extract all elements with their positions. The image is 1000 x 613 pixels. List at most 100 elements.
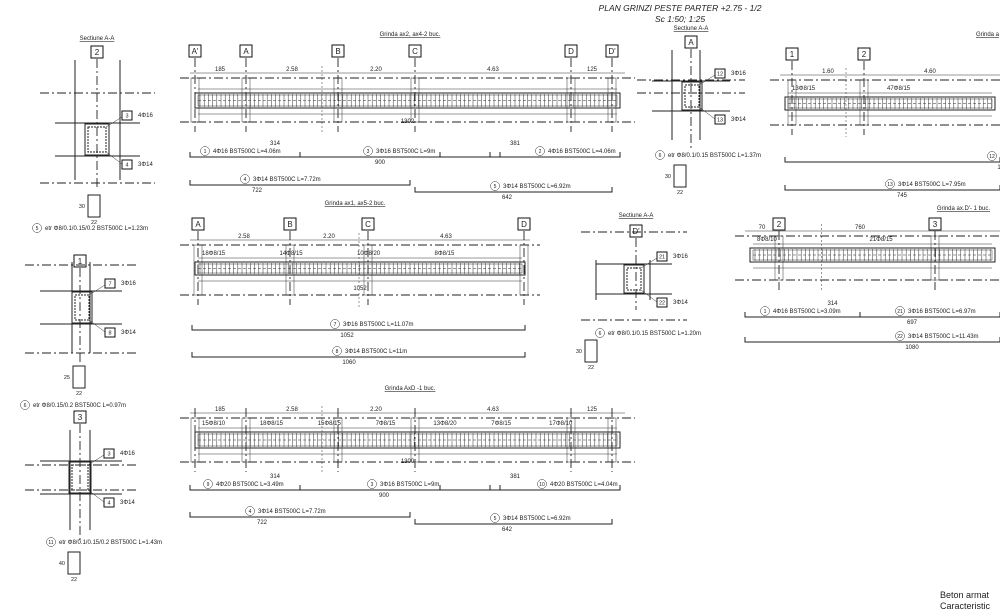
top-bar-mark: 21 <box>659 255 665 261</box>
bar-mark-number: 1 <box>764 309 767 315</box>
bar-length: 722 <box>257 520 268 526</box>
leader-line <box>640 257 658 269</box>
bar-mark-number: 11 <box>48 540 53 546</box>
bar-mark-number: 13 <box>887 182 893 188</box>
leader-line <box>88 284 106 296</box>
bar-mark-number: 2 <box>539 149 542 155</box>
axis-label: A <box>243 47 249 56</box>
bar-mark-circle <box>363 146 373 156</box>
stirrup-outline <box>684 84 700 108</box>
stirrup-outline <box>87 126 107 153</box>
dimension-value: 2.20 <box>323 234 335 240</box>
column <box>930 235 940 281</box>
bar-spec: 3Φ14 BST500C L=7.95m <box>898 182 966 188</box>
column <box>607 417 617 463</box>
axis-marker <box>517 217 531 231</box>
stirrup-height: 30 <box>79 204 85 210</box>
bar-mark-circle <box>490 513 500 523</box>
bar-shape <box>414 187 613 193</box>
beam-title: Grinda AxD -1 buc. <box>385 386 436 392</box>
beam-section <box>681 81 703 111</box>
column <box>607 77 617 123</box>
bar-length: 1052 <box>340 333 354 339</box>
axis-marker <box>928 217 942 231</box>
axis-marker <box>283 217 297 231</box>
bar-mark-circle <box>895 331 905 341</box>
bar-length: 314 <box>827 301 838 307</box>
bar-schedule-row: 121075 <box>784 151 1000 171</box>
bar-mark-circle <box>203 479 213 489</box>
axis-marker <box>73 254 87 268</box>
bar-length: 642 <box>502 527 513 533</box>
beam-section <box>623 264 645 294</box>
bar-spec: 3Φ16 BST500C L=6.97m <box>908 309 976 315</box>
stirrup-spec: 15Φ8/10 <box>202 421 226 427</box>
stirrup-shape <box>72 365 86 389</box>
dimension-value: 1.60 <box>822 69 834 75</box>
bar-shape <box>191 325 526 331</box>
column <box>859 79 869 126</box>
stirrups <box>199 263 520 274</box>
bar-length: 642 <box>502 195 513 201</box>
bar-spec: 3Φ14 BST500C L=6.92m <box>503 516 571 522</box>
beam-title: Grinda ax.D'- 1 buc. <box>937 206 991 212</box>
dimension-value: 4.63 <box>487 67 499 73</box>
bar-mark-circle <box>535 146 545 156</box>
axis-marker <box>191 217 205 231</box>
bar-mark-circle <box>32 223 42 233</box>
bar-length: 1060 <box>342 360 356 366</box>
bar-tag <box>121 110 133 121</box>
bar-mark-number: 5 <box>494 184 497 190</box>
bar-mark-circle <box>595 328 605 338</box>
bar-tag <box>104 278 116 289</box>
stirrup-spec: 17Φ8/10 <box>549 421 573 427</box>
bar-mark-circle <box>655 150 665 160</box>
leader-line <box>640 289 658 303</box>
bar-mark-circle <box>330 319 340 329</box>
bottom-bar-spec: 3Φ14 <box>673 300 688 306</box>
stirrup-outline <box>626 267 642 291</box>
bar-spec: 3Φ14 BST500C L=11m <box>345 349 407 355</box>
top-bar-mark: 12 <box>717 72 723 78</box>
bar-spec: 4Φ16 BST500C L=4.06m <box>548 149 616 155</box>
top-bar-spec: 3Φ16 <box>731 71 746 77</box>
top-bar-mark: 3 <box>125 114 128 120</box>
bar-shape <box>784 185 1000 191</box>
note-characteristic: Caracteristic <box>940 601 991 611</box>
bar-mark-circle <box>332 346 342 356</box>
bar-spec: 4Φ16 BST500C L=3.09m <box>773 309 841 315</box>
bar-mark-circle <box>46 537 56 547</box>
beam-outline <box>194 261 526 276</box>
dimension-value: 2.58 <box>286 67 298 73</box>
stirrup-spec: etr Φ8/0.15/0.2 BST500C L=0.97m <box>33 403 126 409</box>
bar-mark-circle <box>240 174 250 184</box>
bar-mark-number: 5 <box>494 516 497 522</box>
bar-mark-number: 12 <box>989 154 995 160</box>
bar-mark-number: 3 <box>371 482 374 488</box>
dimension-value: 4.63 <box>487 407 499 413</box>
stirrup-spec: 13Φ8/15 <box>792 86 816 92</box>
axis-label: D <box>568 47 574 56</box>
stirrup-spec: 7Φ8/15 <box>376 421 396 427</box>
beam-outline <box>749 247 996 263</box>
bar-length: 314 <box>270 141 281 147</box>
axis-label: 3 <box>933 220 938 229</box>
beam-outline <box>194 431 621 449</box>
column <box>410 417 420 463</box>
column <box>241 417 251 463</box>
bar-spec: 3Φ14 BST500C L=7.72m <box>258 509 326 515</box>
axis-marker <box>361 217 375 231</box>
beam-title: Grinda a <box>976 32 1000 38</box>
beam-section <box>84 123 110 156</box>
stirrup-spec: 13Φ8/20 <box>433 421 457 427</box>
